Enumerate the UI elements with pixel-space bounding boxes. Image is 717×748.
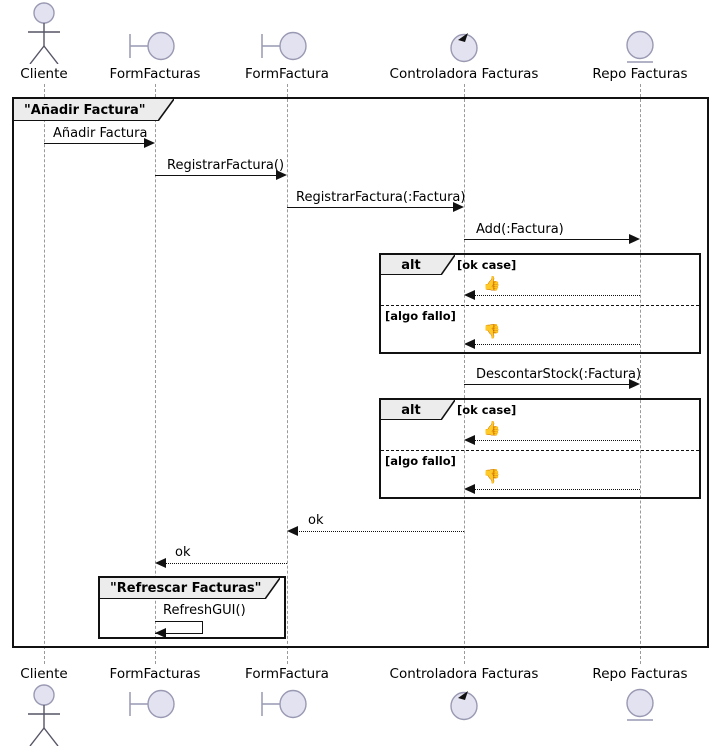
lifeline-repo xyxy=(640,84,641,664)
arrow-head-right-icon xyxy=(144,138,155,148)
participant-label-formfacturas-bottom: FormFacturas xyxy=(109,666,201,682)
arrow-head-left-icon xyxy=(464,435,475,445)
message-label-thumbs-down-2: 👎 xyxy=(483,469,501,485)
lifeline-controladora xyxy=(464,84,465,664)
message-label-refreshgui: RefreshGUI() xyxy=(163,603,246,618)
arrow-head-right-icon xyxy=(629,379,640,389)
actor-stick-figure-icon xyxy=(22,684,66,747)
message-arrow-anadir-factura xyxy=(44,143,145,144)
message-arrow-thumbs-up-1 xyxy=(470,295,640,296)
alt-1-operand-separator xyxy=(381,305,699,306)
message-label-anadir-factura: Añadir Factura xyxy=(53,126,148,141)
control-icon xyxy=(446,686,482,722)
arrow-head-right-icon xyxy=(629,234,640,244)
frame-label-alt-1: alt xyxy=(401,257,421,273)
message-arrow-thumbs-down-1 xyxy=(470,344,640,345)
control-icon xyxy=(446,28,482,64)
frame-label-alt-2: alt xyxy=(401,402,421,418)
message-arrow-ok-2 xyxy=(161,563,287,564)
frame-header-alt-2: alt xyxy=(381,400,441,420)
message-label-ok-1: ok xyxy=(308,513,324,528)
frame-header-alt-1: alt xyxy=(381,255,441,275)
boundary-icon xyxy=(128,686,182,722)
boundary-icon xyxy=(128,28,182,64)
frame-header-refrescar-facturas: "Refrescar Facturas" xyxy=(100,578,265,599)
frame-label-anadir-factura: "Añadir Factura" xyxy=(24,102,146,118)
message-label-ok-2: ok xyxy=(175,545,191,560)
message-arrow-thumbs-down-2 xyxy=(470,489,640,490)
lifeline-formfactura xyxy=(287,84,288,664)
lifeline-cliente xyxy=(44,84,45,664)
participant-label-controladora: Controladora Facturas xyxy=(389,66,539,82)
frame-notch-icon xyxy=(157,98,175,748)
participant-label-repo: Repo Facturas xyxy=(592,66,688,82)
participant-label-cliente: Cliente xyxy=(20,66,68,82)
frame-alt-2 xyxy=(379,398,701,499)
message-label-registrarfactura: RegistrarFactura() xyxy=(167,158,285,173)
frame-label-refrescar-facturas: "Refrescar Facturas" xyxy=(110,581,262,596)
lifeline-formfacturas xyxy=(155,84,156,664)
frame-notch-icon xyxy=(264,577,281,748)
entity-icon xyxy=(622,28,658,68)
frame-anadir-factura xyxy=(12,97,709,648)
guard-label-alt-1-fail: [algo fallo] xyxy=(385,309,456,323)
message-arrow-registrarfactura xyxy=(155,175,277,176)
boundary-icon xyxy=(260,28,314,64)
arrow-head-left-icon xyxy=(287,526,298,536)
boundary-icon xyxy=(260,686,314,722)
entity-icon xyxy=(622,686,658,726)
arrow-head-right-icon xyxy=(276,170,287,180)
participant-label-cliente-bottom: Cliente xyxy=(20,666,68,682)
participant-label-formfactura: FormFactura xyxy=(245,66,329,82)
arrow-head-left-icon xyxy=(464,484,475,494)
arrow-head-left-icon xyxy=(155,628,166,638)
guard-label-alt-2-fail: [algo fallo] xyxy=(385,454,456,468)
frame-header-anadir-factura: "Añadir Factura" xyxy=(14,99,158,121)
alt-2-operand-separator xyxy=(381,450,699,451)
message-label-thumbs-up-2: 👍 xyxy=(483,421,501,437)
actor-stick-figure-icon xyxy=(22,2,66,65)
arrow-head-left-icon xyxy=(155,558,166,568)
message-arrow-ok-1 xyxy=(293,531,464,532)
guard-label-alt-2-ok: [ok case] xyxy=(457,403,517,417)
self-message-box-refreshgui xyxy=(155,621,203,634)
frame-notch-icon xyxy=(440,254,457,748)
message-label-registrarfactura-factura: RegistrarFactura(:Factura) xyxy=(296,190,466,205)
message-label-thumbs-up-1: 👍 xyxy=(483,276,501,292)
message-label-thumbs-down-1: 👎 xyxy=(483,324,501,340)
message-label-descontarstock: DescontarStock(:Factura) xyxy=(476,367,642,382)
arrow-head-left-icon xyxy=(464,290,475,300)
arrow-head-left-icon xyxy=(464,339,475,349)
message-arrow-registrarfactura-factura xyxy=(287,207,454,208)
participant-label-controladora-bottom: Controladora Facturas xyxy=(389,666,539,682)
message-arrow-add-factura xyxy=(464,239,630,240)
participant-label-formfacturas: FormFacturas xyxy=(109,66,201,82)
frame-refrescar-facturas xyxy=(98,576,286,639)
participant-label-repo-bottom: Repo Facturas xyxy=(592,666,688,682)
message-arrow-thumbs-up-2 xyxy=(470,440,640,441)
participant-label-formfactura-bottom: FormFactura xyxy=(245,666,329,682)
frame-alt-1 xyxy=(379,253,701,354)
arrow-head-right-icon xyxy=(453,202,464,212)
guard-label-alt-1-ok: [ok case] xyxy=(457,258,517,272)
message-label-add-factura: Add(:Factura) xyxy=(476,222,564,237)
frame-notch-icon xyxy=(440,399,457,748)
message-arrow-descontarstock xyxy=(464,384,630,385)
